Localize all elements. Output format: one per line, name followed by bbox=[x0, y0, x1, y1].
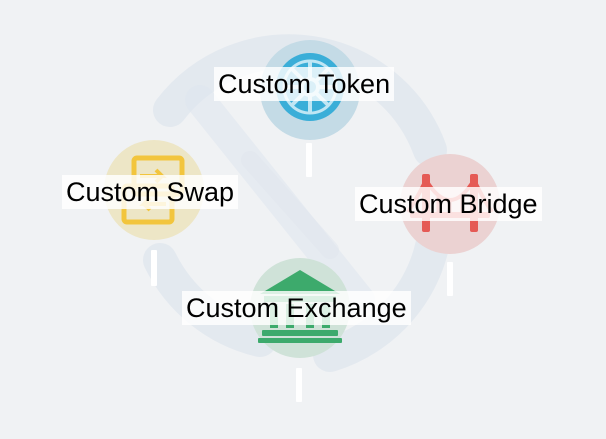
bridge-stem bbox=[447, 262, 453, 296]
token-label: Custom Token bbox=[214, 67, 395, 101]
bridge-label: Custom Bridge bbox=[355, 187, 542, 221]
swap-stem bbox=[151, 250, 157, 286]
exchange-label: Custom Exchange bbox=[182, 291, 411, 325]
exchange-stem bbox=[296, 368, 302, 402]
swap-label: Custom Swap bbox=[62, 175, 239, 209]
token-stem bbox=[306, 143, 312, 177]
